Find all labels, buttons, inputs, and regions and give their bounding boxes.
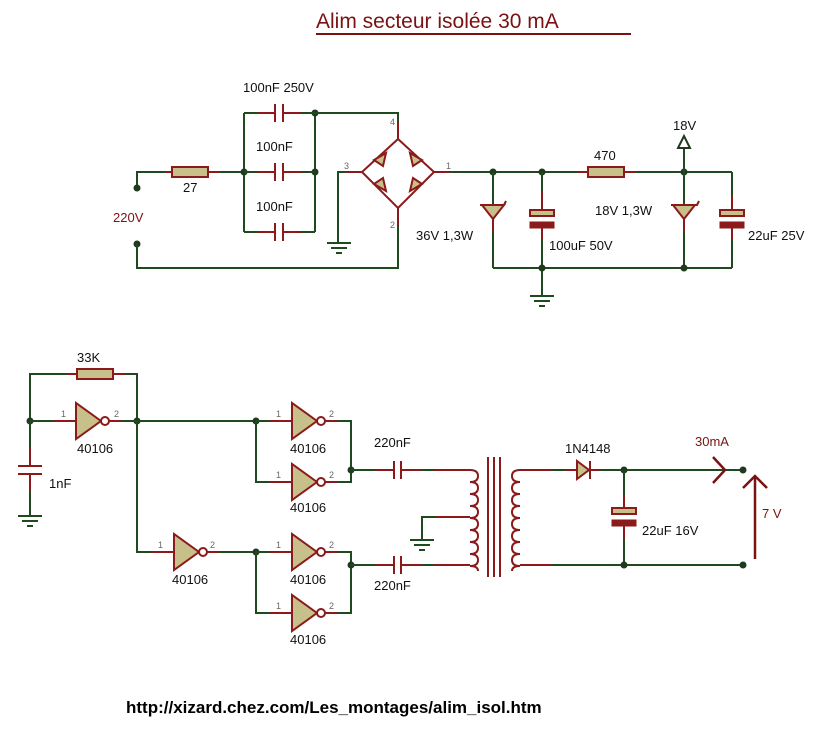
resistor-27: [165, 166, 220, 178]
mains-terminal-top: [133, 184, 141, 192]
cap-bottom-label: 100nF: [256, 199, 293, 214]
electrolytic-22uF-16V: [611, 470, 637, 565]
bridge-pin-2: 2: [390, 220, 395, 230]
cap-top-label: 100nF 250V: [243, 80, 314, 95]
gate2-pin-out: 2: [210, 540, 215, 550]
power-rail-arrow-icon: [676, 133, 692, 149]
gate1-pin-in: 1: [61, 409, 66, 419]
resistor-470: [578, 166, 636, 178]
output-terminal-positive: [739, 466, 747, 474]
bridge-pin-1: 1: [446, 161, 451, 171]
gate4-label: 40106: [290, 500, 326, 515]
gate6-label: 40106: [290, 632, 326, 647]
gate6-pin-out: 2: [329, 601, 334, 611]
resistor-470-label: 470: [594, 148, 616, 163]
capacitor-100nF-bottom: [244, 223, 315, 241]
gate3-pin-out: 2: [329, 409, 334, 419]
ground-icon: [530, 295, 554, 307]
ground-icon: [18, 515, 42, 527]
title: Alim secteur isolée 30 mA: [316, 10, 559, 33]
resistor-27-label: 27: [183, 180, 197, 195]
gate1-label: 40106: [77, 441, 113, 456]
cap-mid-label: 100nF: [256, 139, 293, 154]
ground-icon: [410, 539, 434, 551]
bridge-pin-4: 4: [390, 117, 395, 127]
cap-220nF-bottom-label: 220nF: [374, 578, 411, 593]
voltage-arrow-icon: [742, 474, 768, 559]
gate5-pin-in: 1: [276, 540, 281, 550]
cap-220nF-top-label: 220nF: [374, 435, 411, 450]
cap-22uF-25V-label: 22uF 25V: [748, 228, 805, 243]
ground-icon: [327, 242, 351, 254]
gate5-label: 40106: [290, 572, 326, 587]
rail-18V-label: 18V: [673, 118, 696, 133]
output-terminal-negative: [739, 561, 747, 569]
capacitor-220nF-bottom: [351, 556, 470, 574]
mains-label: 220V: [113, 210, 144, 225]
gate3-label: 40106: [290, 441, 326, 456]
electrolytic-22uF-25V: [719, 195, 745, 268]
resistor-33K-label: 33K: [77, 350, 100, 365]
resistor-33K: [68, 368, 125, 380]
bridge-pin-3: 3: [344, 161, 349, 171]
diode-1N4148-label: 1N4148: [565, 441, 611, 456]
output-current-label: 30mA: [695, 434, 729, 449]
capacitor-100nF-mid: [244, 163, 315, 181]
current-arrow-icon: [712, 456, 727, 484]
zener-36V: [479, 172, 507, 268]
gate6-pin-in: 1: [276, 601, 281, 611]
electrolytic-100uF: [529, 172, 555, 296]
capacitor-1nF: [18, 421, 42, 516]
zener-36V-label: 36V 1,3W: [416, 228, 474, 243]
gate3-pin-in: 1: [276, 409, 281, 419]
footer-url: http://xizard.chez.com/Les_montages/alim…: [126, 698, 542, 717]
bridge-rectifier: [346, 122, 450, 225]
zener-18V: [670, 172, 700, 268]
gate2-pin-in: 1: [158, 540, 163, 550]
transformer: [469, 457, 521, 577]
output-voltage-label: 7 V: [762, 506, 782, 521]
capacitor-100nF-250V: [244, 104, 315, 122]
cap-1nF-label: 1nF: [49, 476, 71, 491]
cap-22uF-16V-label: 22uF 16V: [642, 523, 699, 538]
gate4-pin-in: 1: [276, 470, 281, 480]
power-section: 220V 27 100nF 250V: [113, 80, 805, 307]
gate4-pin-out: 2: [329, 470, 334, 480]
diode-1N4148: [566, 459, 600, 481]
zener-18V-label: 18V 1,3W: [595, 203, 653, 218]
gate5-pin-out: 2: [329, 540, 334, 550]
capacitor-220nF-top: [351, 461, 470, 479]
gate2-label: 40106: [172, 572, 208, 587]
gate1-pin-out: 2: [114, 409, 119, 419]
oscillator-section: 33K 1nF: [18, 350, 782, 647]
cap-100uF-label: 100uF 50V: [549, 238, 613, 253]
